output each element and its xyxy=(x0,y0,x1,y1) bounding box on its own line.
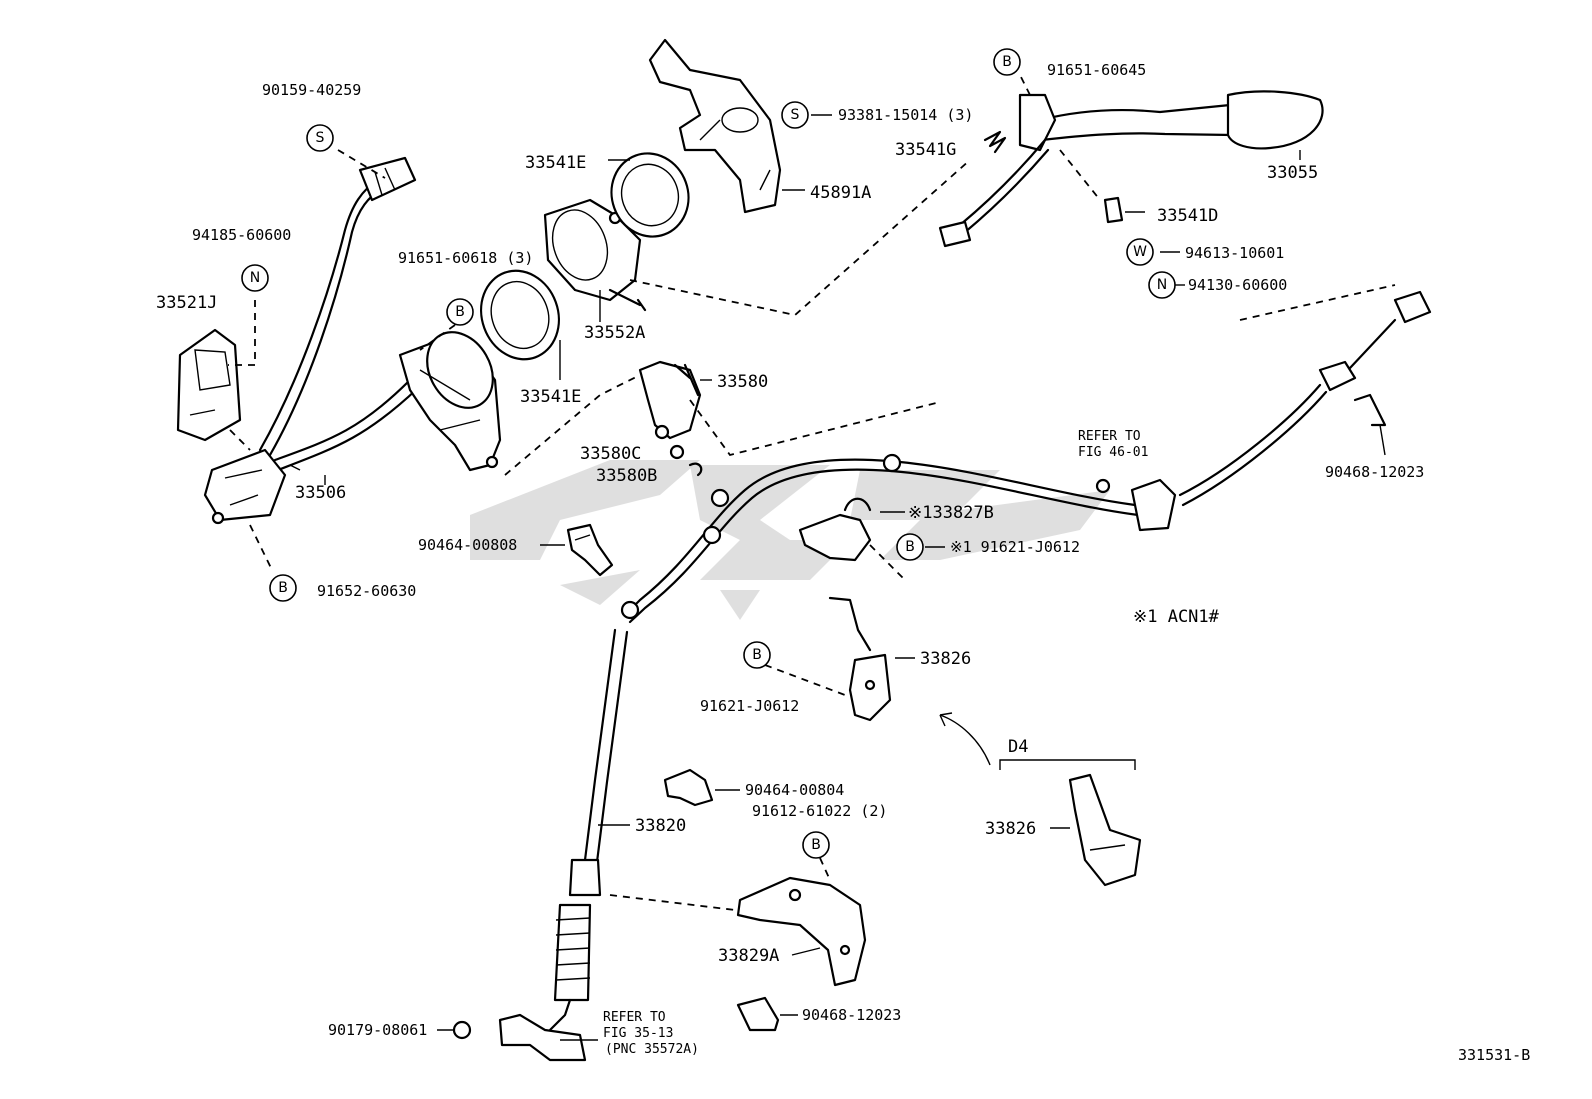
leader-lines xyxy=(289,114,1386,1041)
svg-text:W: W xyxy=(1133,244,1147,260)
label-94613-10601: 94613-10601 xyxy=(1185,244,1284,262)
label-33541D: 33541D xyxy=(1157,206,1218,226)
part-90468-12023-clip-top xyxy=(1353,393,1387,427)
label-91621-J0612-b: 91621-J0612 xyxy=(700,697,799,715)
part-33506-cable xyxy=(203,156,420,525)
label-pnc-35572A: (PNC 35572A) xyxy=(605,1042,699,1057)
label-33826-a: 33826 xyxy=(920,649,971,669)
label-fig-35-13: FIG 35-13 xyxy=(603,1026,673,1041)
part-33826-bracket-main xyxy=(828,596,892,722)
symbol-w-94613: W xyxy=(1126,238,1154,266)
label-33826-b: 33826 xyxy=(985,819,1036,839)
label-33580B: 33580B xyxy=(596,466,657,486)
part-33580B-clip xyxy=(688,462,703,477)
label-33820: 33820 xyxy=(635,816,686,836)
label-33541E-lower: 33541E xyxy=(520,387,581,407)
label-33541E-upper: 33541E xyxy=(525,153,586,173)
part-33521J-bracket xyxy=(176,328,242,442)
part-33552A-plate xyxy=(543,198,647,312)
label-refer-to-35: REFER TO xyxy=(603,1010,666,1025)
part-33827B-bracket xyxy=(798,478,1111,562)
label-90468-12023-bottom: 90468-12023 xyxy=(802,1006,901,1024)
label-90464-00808: 90464-00808 xyxy=(418,536,517,554)
label-33580: 33580 xyxy=(717,372,768,392)
label-fig-46-01: FIG 46-01 xyxy=(1078,445,1148,460)
symbol-s-90159: S xyxy=(306,124,334,152)
label-33521J: 33521J xyxy=(156,293,217,313)
part-pawl-housing xyxy=(398,331,502,472)
part-35572A-bracket xyxy=(498,1013,587,1062)
symbol-b-91621-a: B xyxy=(896,533,924,561)
label-45891A: 45891A xyxy=(810,183,871,203)
label-note-acn1: ※1 ACN1# xyxy=(1133,607,1220,627)
label-90468-12023-top: 90468-12023 xyxy=(1325,463,1424,481)
label-refer-to-46: REFER TO xyxy=(1078,429,1141,444)
label-33541G: 33541G xyxy=(895,140,956,160)
part-33820-cable xyxy=(548,290,1432,1032)
label-94185-60600: 94185-60600 xyxy=(192,226,291,244)
part-90179-nut xyxy=(452,1020,472,1040)
svg-text:S: S xyxy=(316,130,325,146)
svg-text:B: B xyxy=(1002,54,1012,70)
label-91651-60645: 91651-60645 xyxy=(1047,61,1146,79)
symbol-n-94130: N xyxy=(1148,271,1176,299)
label-93381-15014: 93381-15014 (3) xyxy=(838,106,973,124)
label-91612-61022: 91612-61022 (2) xyxy=(752,802,887,820)
label-94130-60600: 94130-60600 xyxy=(1188,276,1287,294)
part-33580C-clip xyxy=(669,444,685,460)
svg-text:B: B xyxy=(811,837,821,853)
svg-text:N: N xyxy=(250,270,260,286)
svg-text:N: N xyxy=(1157,277,1167,293)
part-90464-00808-clamp xyxy=(566,523,614,577)
part-90464-00804-clamp xyxy=(663,768,714,807)
labels: 90159-40259 94185-60600 33521J 91651-606… xyxy=(156,61,1530,1064)
label-33055: 33055 xyxy=(1267,163,1318,183)
symbol-b-91651-618: B xyxy=(446,298,474,326)
part-33826-bracket-d4 xyxy=(1068,773,1142,887)
label-90159-40259: 90159-40259 xyxy=(262,81,361,99)
svg-text:B: B xyxy=(752,647,762,663)
label-91652-60630: 91652-60630 xyxy=(317,582,416,600)
symbol-b-91652: B xyxy=(269,574,297,602)
part-33580 xyxy=(638,360,702,440)
label-33827B: ※133827B xyxy=(908,503,994,523)
symbol-b-91621-b: B xyxy=(743,641,771,669)
part-33541E-upper-ring xyxy=(610,152,690,238)
assembly-dashed-lines xyxy=(228,74,1396,911)
label-d4: D4 xyxy=(1008,737,1028,757)
figure-code: 331531-B xyxy=(1458,1046,1530,1064)
label-90464-00804: 90464-00804 xyxy=(745,781,844,799)
symbol-n-94185: N xyxy=(241,264,269,292)
part-33829A-bracket xyxy=(736,876,867,987)
label-33552A: 33552A xyxy=(584,323,645,343)
label-33580C: 33580C xyxy=(580,444,641,464)
label-33506: 33506 xyxy=(295,483,346,503)
svg-text:S: S xyxy=(791,107,800,123)
symbol-s-93381: S xyxy=(781,101,809,129)
svg-text:B: B xyxy=(905,539,915,555)
label-91651-60618: 91651-60618 (3) xyxy=(398,249,533,267)
label-90179-08061: 90179-08061 xyxy=(328,1021,427,1039)
symbol-b-91612: B xyxy=(802,831,830,859)
svg-text:B: B xyxy=(455,304,465,320)
part-33541E-lower-ring xyxy=(480,269,560,361)
label-33829A: 33829A xyxy=(718,946,779,966)
part-45891A-bracket xyxy=(648,38,782,214)
part-90468-12023-clip-bottom xyxy=(736,996,780,1032)
label-91621-J0612-a: ※1 91621-J0612 xyxy=(950,538,1080,556)
symbol-b-91651-645: B xyxy=(993,48,1021,76)
svg-text:B: B xyxy=(278,580,288,596)
part-33055-lever xyxy=(938,90,1324,248)
part-33541G-spring xyxy=(983,130,1007,154)
